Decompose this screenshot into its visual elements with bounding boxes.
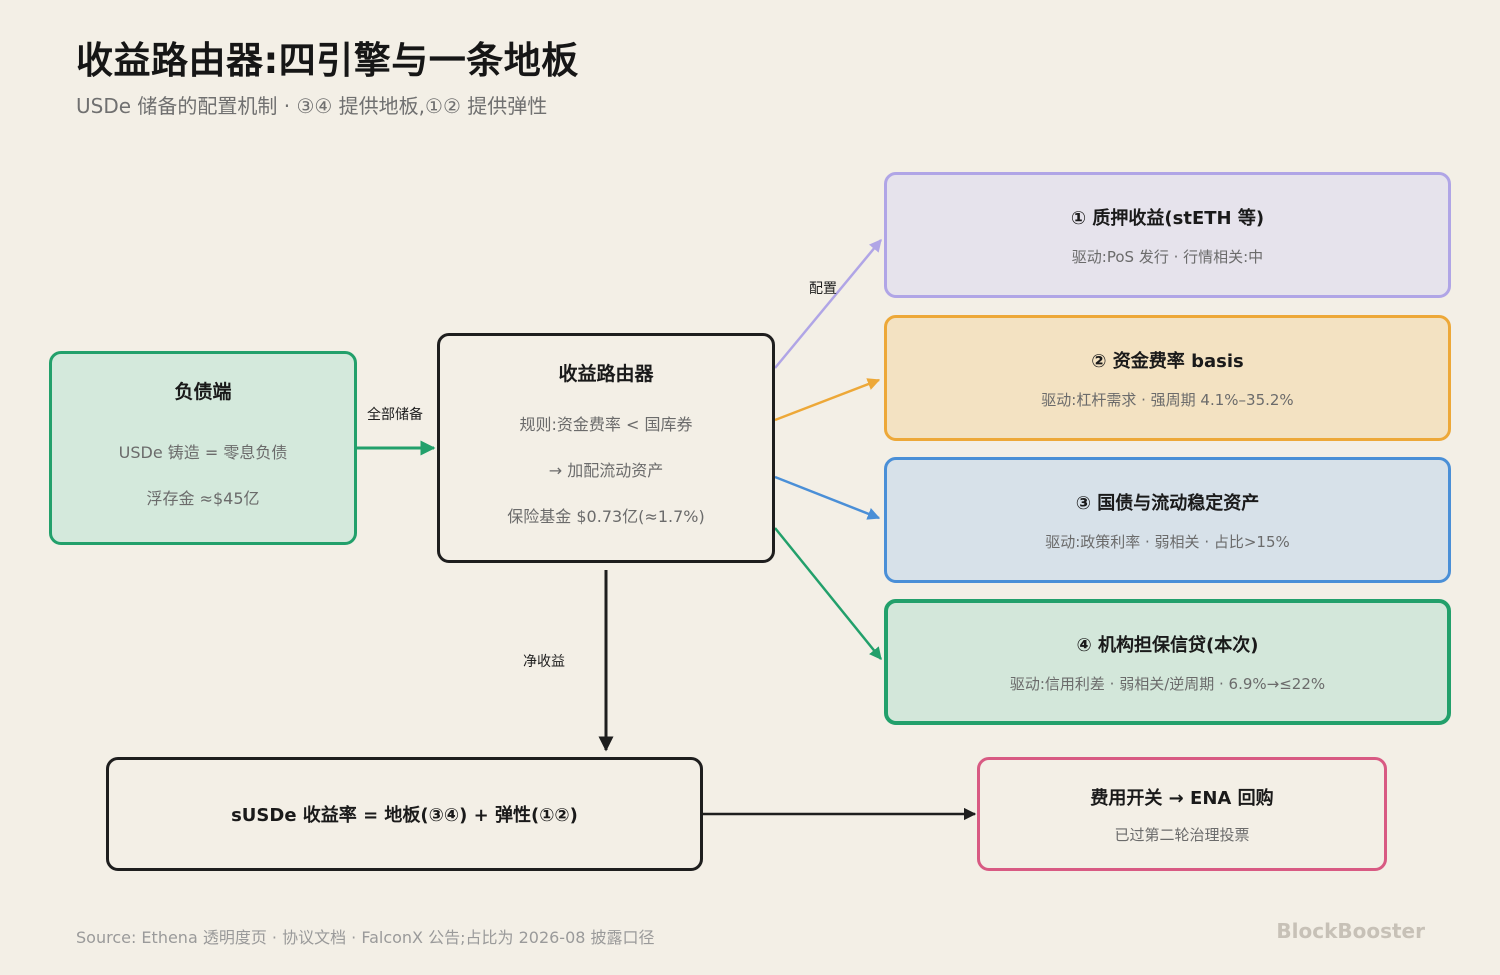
engine-2-title: ② 资金费率 basis (1091, 350, 1244, 372)
fee-desc: 已过第二轮治理投票 (1114, 825, 1250, 844)
router-line-1: 规则:资金费率 < 国库券 (519, 414, 693, 434)
edge-label-allocate: 配置 (809, 281, 837, 297)
liability-title: 负债端 (174, 380, 232, 403)
engine-4-desc: 驱动:信用利差 · 弱相关/逆周期 · 6.9%→≤22% (1009, 674, 1326, 693)
fee-title: 费用开关 → ENA 回购 (1090, 787, 1274, 809)
engine-2-desc: 驱动:杠杆需求 · 强周期 4.1%–35.2% (1041, 390, 1294, 409)
liability-line-2: 浮存金 ≈$45亿 (146, 488, 260, 508)
edge-router-to-engine-2 (774, 378, 881, 422)
engine-3-desc: 驱动:政策利率 · 弱相关 · 占比>15% (1045, 532, 1290, 551)
edge-label-net-yield: 净收益 (523, 654, 565, 670)
liability-line-1: USDe 铸造 = 零息负债 (118, 442, 288, 462)
susde-title: sUSDe 收益率 = 地板(③④) + 弹性(①②) (231, 805, 578, 826)
edge-router-to-engine-1 (774, 239, 882, 369)
fee-switch-node: 费用开关 → ENA 回购 已过第二轮治理投票 (977, 757, 1387, 871)
yield-router-node: 收益路由器 规则:资金费率 < 国库券 → 加配流动资产 保险基金 $0.73亿… (437, 333, 775, 563)
engine-node-funding-rate: ② 资金费率 basis 驱动:杠杆需求 · 强周期 4.1%–35.2% (884, 315, 1451, 441)
router-line-3: 保险基金 $0.73亿(≈1.7%) (507, 506, 705, 526)
edge-label-all-reserves: 全部储备 (367, 407, 423, 423)
source-footer: Source: Ethena 透明度页 · 协议文档 · FalconX 公告;… (76, 928, 655, 947)
engine-3-title: ③ 国债与流动稳定资产 (1075, 492, 1260, 514)
engine-node-staking: ① 质押收益(stETH 等) 驱动:PoS 发行 · 行情相关:中 (884, 172, 1451, 298)
engine-1-desc: 驱动:PoS 发行 · 行情相关:中 (1071, 247, 1264, 266)
router-line-2: → 加配流动资产 (548, 460, 664, 480)
engine-node-treasuries: ③ 国债与流动稳定资产 驱动:政策利率 · 弱相关 · 占比>15% (884, 457, 1451, 583)
brand-logo: BlockBooster (1276, 919, 1425, 943)
page-subtitle: USDe 储备的配置机制 · ③④ 提供地板,①② 提供弹性 (76, 94, 548, 118)
edge-router-to-engine-3 (774, 475, 881, 520)
page-title: 收益路由器:四引擎与一条地板 (76, 39, 579, 82)
susde-yield-node: sUSDe 收益率 = 地板(③④) + 弹性(①②) (106, 757, 703, 871)
liability-node: 负债端 USDe 铸造 = 零息负债 浮存金 ≈$45亿 (49, 351, 357, 545)
engine-4-title: ④ 机构担保信贷(本次) (1076, 634, 1259, 656)
engine-1-title: ① 质押收益(stETH 等) (1070, 207, 1265, 229)
edge-router-to-engine-4 (774, 527, 882, 660)
router-title: 收益路由器 (558, 362, 654, 385)
engine-node-credit: ④ 机构担保信贷(本次) 驱动:信用利差 · 弱相关/逆周期 · 6.9%→≤2… (884, 599, 1451, 725)
